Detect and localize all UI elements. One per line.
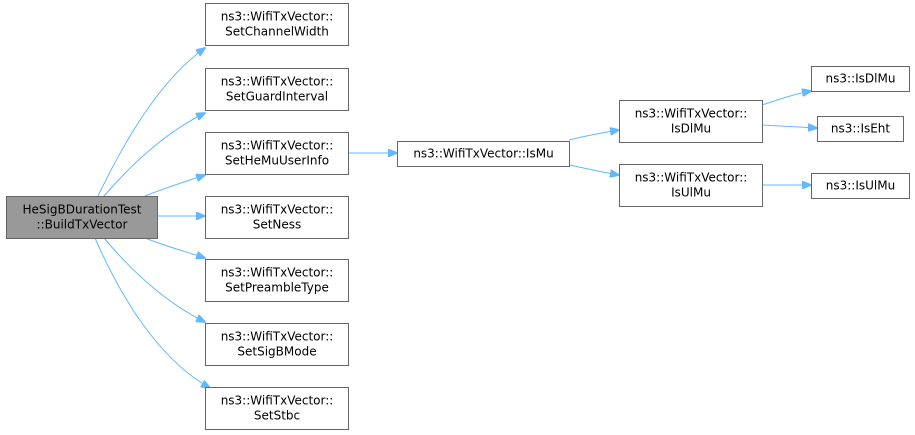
node-is-mu[interactable]: ns3::WifiTxVector::IsMu — [397, 141, 570, 167]
set-he-mu-user-info-label-line-1: ns3::WifiTxVector:: — [221, 139, 334, 153]
edge-is-mu-to-wtv-is-ul-mu — [568, 164, 619, 175]
node-set-he-mu-user-info[interactable]: ns3::WifiTxVector::SetHeMuUserInfo — [205, 132, 349, 175]
set-guard-interval-label-line-1: ns3::WifiTxVector:: — [221, 75, 334, 89]
node-set-channel-width[interactable]: ns3::WifiTxVector::SetChannelWidth — [205, 3, 349, 46]
edges — [94, 48, 817, 388]
node-set-sigb-mode[interactable]: ns3::WifiTxVector::SetSigBMode — [205, 323, 349, 366]
set-guard-interval-label-line-2: SetGuardInterval — [226, 90, 328, 104]
wtv-is-dl-mu-label-line-2: IsDlMu — [671, 122, 711, 136]
node-set-stbc[interactable]: ns3::WifiTxVector::SetStbc — [205, 387, 349, 430]
root-box — [6, 196, 158, 239]
set-guard-interval-box — [205, 68, 349, 111]
root-label-line-1: HeSigBDurationTest — [23, 203, 142, 217]
edge-wtv-is-dl-mu-to-is-dl-mu — [761, 91, 811, 106]
wtv-is-dl-mu-box — [619, 100, 763, 143]
set-stbc-box — [205, 387, 349, 430]
wtv-is-ul-mu-box — [619, 164, 763, 207]
root-label-line-2: ::BuildTxVector — [37, 218, 128, 232]
wtv-is-ul-mu-label-line-2: IsUlMu — [671, 186, 711, 200]
set-preamble-type-label-line-1: ns3::WifiTxVector:: — [221, 266, 334, 280]
edge-root-to-set-sigb-mode — [103, 237, 205, 322]
is-mu-box — [397, 141, 570, 167]
node-set-guard-interval[interactable]: ns3::WifiTxVector::SetGuardInterval — [205, 68, 349, 111]
set-channel-width-label-line-2: SetChannelWidth — [225, 25, 329, 39]
node-root[interactable]: HeSigBDurationTest::BuildTxVector — [6, 196, 158, 239]
set-stbc-label-line-1: ns3::WifiTxVector:: — [221, 394, 334, 408]
is-eht-box — [817, 116, 904, 142]
set-stbc-label-line-2: SetStbc — [254, 409, 300, 423]
is-eht-label-line-1: ns3::IsEht — [831, 122, 891, 136]
wtv-is-dl-mu-label-line-1: ns3::WifiTxVector:: — [635, 107, 748, 121]
edge-root-to-set-preamble-type — [144, 237, 205, 258]
set-channel-width-box — [205, 3, 349, 46]
set-ness-label-line-1: ns3::WifiTxVector:: — [221, 203, 334, 217]
edge-root-to-set-stbc — [94, 237, 210, 388]
edge-root-to-set-he-mu-user-info — [144, 175, 205, 197]
is-ul-mu-box — [811, 173, 910, 199]
edge-root-to-set-channel-width — [97, 48, 205, 197]
set-ness-label-line-2: SetNess — [253, 218, 302, 232]
node-is-eht[interactable]: ns3::IsEht — [817, 116, 904, 142]
is-dl-mu-label-line-1: ns3::IsDlMu — [826, 72, 896, 86]
set-channel-width-label-line-1: ns3::WifiTxVector:: — [221, 10, 334, 24]
edge-root-to-set-guard-interval — [103, 113, 205, 197]
set-he-mu-user-info-box — [205, 132, 349, 175]
set-preamble-type-box — [205, 259, 349, 302]
node-set-preamble-type[interactable]: ns3::WifiTxVector::SetPreambleType — [205, 259, 349, 302]
node-is-dl-mu[interactable]: ns3::IsDlMu — [811, 66, 910, 92]
edge-wtv-is-dl-mu-to-is-eht — [761, 125, 817, 128]
set-sigb-mode-box — [205, 323, 349, 366]
is-dl-mu-box — [811, 66, 910, 92]
wtv-is-ul-mu-label-line-1: ns3::WifiTxVector:: — [635, 171, 748, 185]
node-is-ul-mu[interactable]: ns3::IsUlMu — [811, 173, 910, 199]
is-mu-label-line-1: ns3::WifiTxVector::IsMu — [413, 147, 553, 161]
set-sigb-mode-label-line-1: ns3::WifiTxVector:: — [221, 330, 334, 344]
edge-is-mu-to-wtv-is-dl-mu — [568, 130, 619, 141]
node-wtv-is-dl-mu[interactable]: ns3::WifiTxVector::IsDlMu — [619, 100, 763, 143]
set-he-mu-user-info-label-line-2: SetHeMuUserInfo — [225, 154, 329, 168]
set-preamble-type-label-line-2: SetPreambleType — [225, 281, 329, 295]
set-sigb-mode-label-line-2: SetSigBMode — [237, 345, 316, 359]
node-set-ness[interactable]: ns3::WifiTxVector::SetNess — [205, 196, 349, 239]
set-ness-box — [205, 196, 349, 239]
is-ul-mu-label-line-1: ns3::IsUlMu — [826, 179, 895, 193]
node-wtv-is-ul-mu[interactable]: ns3::WifiTxVector::IsUlMu — [619, 164, 763, 207]
